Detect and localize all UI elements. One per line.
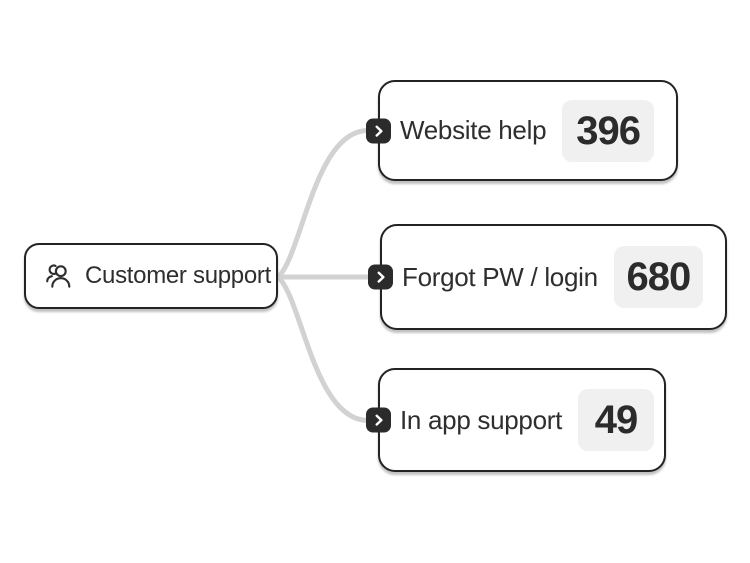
users-icon	[46, 264, 71, 288]
count-value: 680	[626, 255, 692, 299]
chevron-right-icon	[375, 414, 383, 426]
connector-to-website	[275, 128, 371, 280]
node-forgot-pw-login[interactable]: Forgot PW / login 680	[368, 224, 727, 330]
connector-to-inapp	[275, 274, 371, 423]
node-in-app-support[interactable]: In app support 49	[366, 368, 666, 472]
chevron-right-icon	[377, 271, 385, 283]
collapse-tab-website[interactable]	[366, 118, 391, 143]
root-node-customer-support[interactable]: Customer support	[24, 243, 278, 309]
node-label: In app support	[400, 404, 563, 435]
count-value: 49	[594, 398, 638, 442]
collapse-tab-inapp[interactable]	[366, 407, 391, 433]
root-node-label: Customer support	[85, 262, 271, 289]
node-label: Forgot PW / login	[402, 261, 598, 292]
node-label: Website help	[400, 115, 547, 145]
collapse-tab-forgot[interactable]	[368, 264, 393, 290]
node-website-help[interactable]: Website help 396	[366, 80, 678, 181]
chevron-right-icon	[375, 125, 383, 137]
count-badge: 49	[578, 389, 655, 451]
count-badge: 680	[613, 246, 703, 308]
count-value: 396	[576, 108, 641, 153]
count-badge: 396	[562, 99, 654, 162]
